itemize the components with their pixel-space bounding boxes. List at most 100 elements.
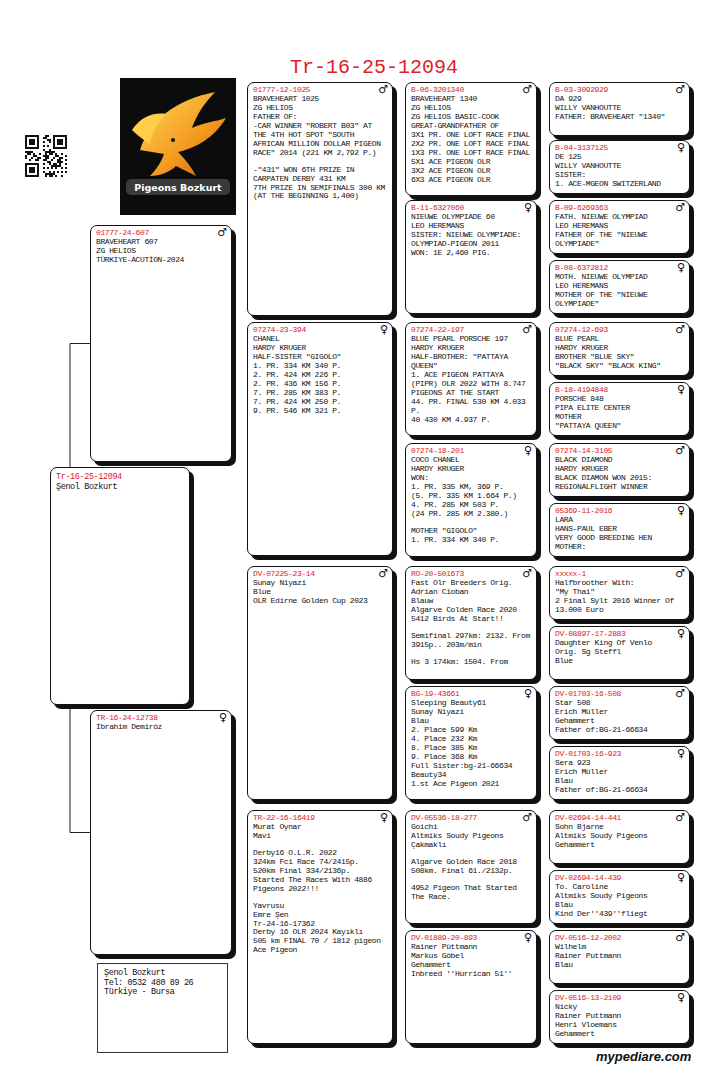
- pedigree-note: WILLY VANHOUTTE: [555, 104, 684, 113]
- pedigree-note: Algarve Colden Race 2020 5412 Birds At S…: [411, 606, 531, 624]
- pedigree-note: 40 430 KM 4.937 P.: [411, 416, 531, 425]
- pedigree-box: ♂07274-22-197BLUE PEARL PORSCHE 197HARDY…: [405, 322, 537, 436]
- pedigree-note: Şenol Bozkurt: [56, 483, 184, 493]
- pedigree-note: Gehammert: [555, 1030, 684, 1039]
- pedigree-box: ♂xxxxx-1Halfbroother With:"My Thai"2 Fin…: [549, 566, 690, 620]
- logo-image: [120, 78, 236, 215]
- sex-symbol: ♂: [675, 568, 685, 579]
- pedigree-note: Altmiks Soudy Pigeons: [411, 832, 531, 841]
- pedigree-box: ♂DV-02694-14-441Sohn BjarneAltmiks Soudy…: [549, 810, 690, 864]
- sex-symbol: ♀: [677, 384, 685, 395]
- ring-number: DV-01703-16-508: [555, 690, 684, 699]
- pedigree-note: DE 125: [555, 153, 684, 162]
- qr-code: [24, 134, 68, 178]
- pedigree-note: HARDY KRUGER: [411, 344, 531, 353]
- pedigree-note: Sunay Niyazi: [411, 708, 531, 717]
- ring-number: Tr-16-25-12094: [56, 473, 184, 483]
- pedigree-note: ZG HELIOS: [253, 104, 387, 113]
- pedigree-note: LEO HEREMANS: [411, 222, 531, 231]
- pedigree-note: LARA: [555, 516, 684, 525]
- pedigree-note: (5. PR. 335 KM 1.664 P.): [411, 492, 531, 501]
- ring-number: DV-07225-23-14: [253, 570, 387, 579]
- ring-number: RO-20-501673: [411, 570, 531, 579]
- pedigree-note: 1. PR. 334 KM 340 P.: [253, 362, 387, 371]
- pedigree-box: ♀DV-08897-17-2883Daughter King Of VenloO…: [549, 626, 690, 680]
- sex-symbol: ♀: [677, 142, 685, 153]
- ring-number: B-03-3092929: [555, 86, 684, 95]
- pedigree-box: ♀B-11-6327060NIEUWE OLYMPIADE 60LEO HERE…: [405, 200, 537, 314]
- pedigree-note: 3X2 ACE PIGEON OLR: [411, 167, 531, 176]
- pedigree-note: SISTER:: [555, 171, 684, 180]
- pedigree-note: HARDY KRUGER: [555, 344, 684, 353]
- pedigree-box: ♂07274-12-693BLUE PEARLHARDY KRUGERBROTH…: [549, 322, 690, 376]
- sex-symbol: ♂: [675, 812, 685, 823]
- pedigree-box: ♂DV-05536-18-277GoichiAltmiks Soudy Pige…: [405, 810, 537, 924]
- ring-number: B-06-3201340: [411, 86, 531, 95]
- pedigree-note: ZG HELIOS: [411, 104, 531, 113]
- pedigree-note: Daughter King Of Venlo: [555, 639, 684, 648]
- pedigree-box: ♀07274-23-394CHANELHARDY KRUGERHALF-SIST…: [247, 322, 393, 556]
- ring-number: 01777-12-1025: [253, 86, 387, 95]
- pedigree-note: Halfbroother With:: [555, 579, 684, 588]
- sex-symbol: ♀: [677, 628, 685, 639]
- pedigree-note: Rainer Puttmann: [555, 1012, 684, 1021]
- pedigree-note: LEO HEREMANS: [555, 282, 684, 291]
- pedigree-note: DA 929: [555, 95, 684, 104]
- pedigree-note: Kind Der''439''fliegt: [555, 910, 684, 919]
- pedigree-note: Wilhelm: [555, 943, 684, 952]
- pedigree-note: Hs 3 174km: 1504. From: [411, 658, 531, 667]
- sex-symbol: ♀: [677, 748, 685, 759]
- ring-number: 01777-24-607: [96, 229, 226, 238]
- ring-number: 07274-18-201: [411, 447, 531, 456]
- pedigree-note: BLUE PEARL: [555, 335, 684, 344]
- pedigree-note: Semifinal 297km: 2132. From 3915p.. 203m…: [411, 632, 531, 650]
- pedigree-note: WON:: [411, 474, 531, 483]
- sex-symbol: ♂: [675, 932, 685, 943]
- pedigree-note: Sera 923: [555, 759, 684, 768]
- footer-watermark: mypediare.com: [596, 1049, 714, 1064]
- pedigree-box: ♂B-09-6269363FATH. NIEUWE OLYMPIADLEO HE…: [549, 200, 690, 254]
- pedigree-note: 2. PR. 436 KM 156 P.: [253, 380, 387, 389]
- pedigree-note: Şenol Bozkurt: [104, 969, 221, 979]
- pedigree-note: Ace Pigeon: [253, 946, 387, 955]
- pedigree-note: ZG HELIOS BASIC-COOK: [411, 113, 531, 122]
- pedigree-note: Erich Müller: [555, 768, 684, 777]
- pedigree-note: 2. PR. 424 KM 226 P.: [253, 371, 387, 380]
- pedigree-note: Blau: [555, 961, 684, 970]
- pedigree-note: Blue: [555, 657, 684, 666]
- pedigree-note: MOTH. NIEUWE OLYMPIAD: [555, 273, 684, 282]
- pedigree-note: Adrian Cioban: [411, 588, 531, 597]
- pedigree-note: Nicky: [555, 1003, 684, 1012]
- pedigree-note: Blau: [555, 777, 684, 786]
- pedigree-note: 1. ACE PIGEON PATTAYA (PIPR) OLR 2022 WI…: [411, 371, 531, 398]
- pedigree-note: 520km Final 334/2136p.: [253, 867, 387, 876]
- ring-number: 07274-14-3105: [555, 447, 684, 456]
- pedigree-note: BRAVEHEART 1340: [411, 95, 531, 104]
- pedigree-connector: [70, 344, 90, 468]
- pedigree-note: Henri Vloemans: [555, 1021, 684, 1030]
- pedigree-note: To. Caroline: [555, 883, 684, 892]
- pedigree-note: Emre Şen: [253, 911, 387, 920]
- sex-symbol: ♀: [677, 505, 685, 516]
- pedigree-connector: [70, 705, 90, 833]
- pedigree-note: 1. ACE-MGEON SWITZERLAND: [555, 180, 684, 189]
- sex-symbol: ♂: [675, 324, 685, 335]
- pedigree-note: MOTHER "GIGOLO": [411, 527, 531, 536]
- pedigree-note: Rainer Puttmann: [555, 952, 684, 961]
- sex-symbol: ♀: [524, 688, 532, 699]
- sex-symbol: ♀: [380, 812, 388, 823]
- pedigree-note: 1.st Ace Pigeon 2021: [411, 780, 531, 789]
- sex-symbol: ♂: [378, 84, 388, 95]
- pedigree-note: Çakmaklı: [411, 841, 531, 850]
- pedigree-note: HARDY KRUGER: [253, 344, 387, 353]
- pedigree-note: (24 PR. 285 KM 2.380.): [411, 510, 531, 519]
- ring-number: TR-22-16-16419: [253, 814, 387, 823]
- pedigree-note: HALF-BROTHER: "PATTAYA QUEEN": [411, 353, 531, 371]
- pedigree-title: Tr-16-25-12094: [290, 56, 458, 79]
- pedigree-note: FATH. NIEUWE OLYMPIAD: [555, 213, 684, 222]
- pedigree-note: PORSCHE 848: [555, 395, 684, 404]
- pedigree-note: FATHER: BRAVEHEART "1340": [555, 113, 684, 122]
- ring-number: B-09-6269363: [555, 204, 684, 213]
- sex-symbol: ♀: [524, 445, 532, 456]
